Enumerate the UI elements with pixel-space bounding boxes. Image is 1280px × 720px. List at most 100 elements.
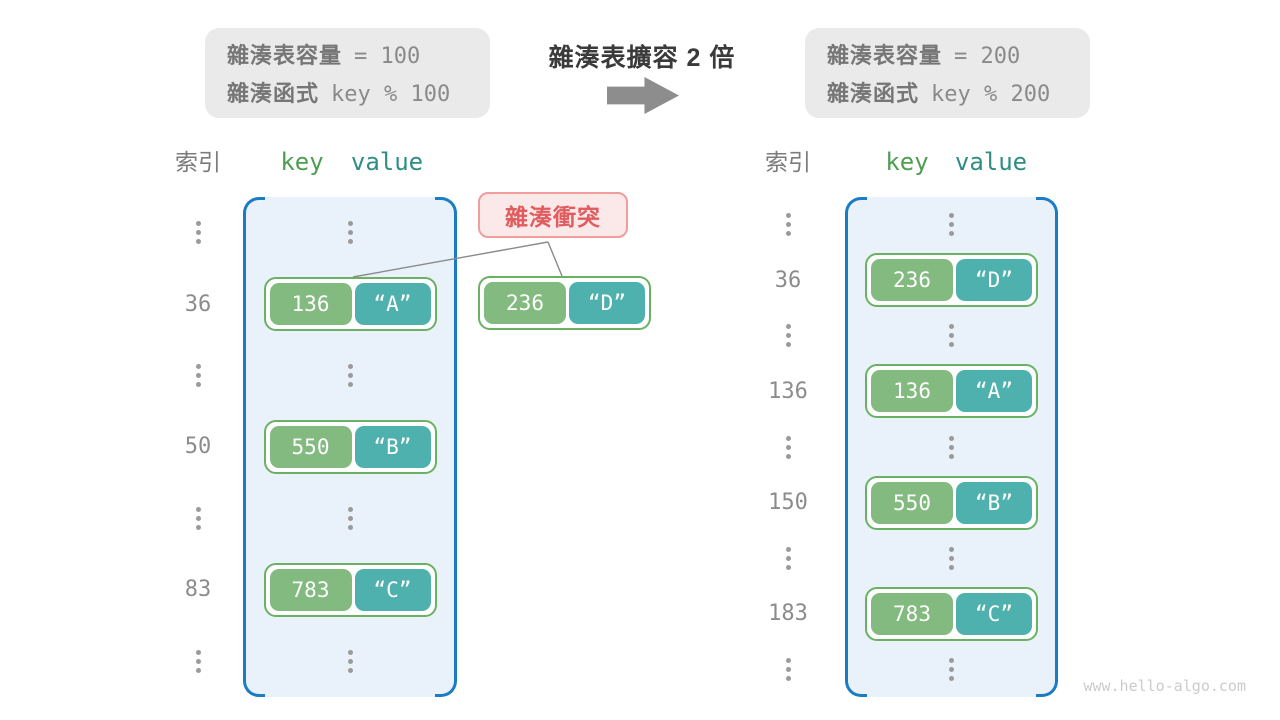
key-cell: 550 xyxy=(269,425,352,468)
expansion-title: 雜湊表擴容 2 倍 xyxy=(548,44,736,72)
ellipsis-dots-icon xyxy=(785,213,791,237)
value-cell: “A” xyxy=(956,370,1032,413)
value-cell: “B” xyxy=(354,425,431,468)
index-label: 136 xyxy=(768,378,808,404)
capacity-value: = 200 xyxy=(954,44,1021,69)
key-cell: 783 xyxy=(871,592,953,635)
hash-function-label: 雜湊函式 xyxy=(227,81,320,106)
value-cell: “D” xyxy=(569,282,645,324)
kv-pair: 550 “B” xyxy=(865,475,1038,530)
key-cell: 236 xyxy=(484,282,566,324)
ellipsis-row xyxy=(845,197,1058,253)
key-cell: 236 xyxy=(871,259,953,302)
capacity-box-before: 雜湊表容量 = 100 雜湊函式 key % 100 xyxy=(205,28,490,118)
capacity-box-after: 雜湊表容量 = 200 雜湊函式 key % 200 xyxy=(805,28,1090,118)
right-index-column: 36 136 150 183 xyxy=(758,197,818,697)
right-value-header: value xyxy=(954,148,1028,176)
bucket-entry: 136 “A” xyxy=(243,268,457,339)
bucket-entry: 783 “C” xyxy=(243,554,457,625)
key-cell: 136 xyxy=(269,283,352,326)
hash-function-line: 雜湊函式 key % 100 xyxy=(227,76,490,108)
index-label: 150 xyxy=(768,490,808,516)
ellipsis-dots-icon xyxy=(347,649,353,673)
ellipsis-dots-icon xyxy=(785,435,791,459)
ellipsis-dots-icon xyxy=(949,213,954,237)
ellipsis-dots-icon xyxy=(195,221,201,245)
key-cell: 136 xyxy=(871,370,953,413)
ellipsis-dots-icon xyxy=(785,546,791,570)
ellipsis-dots-icon xyxy=(195,649,201,673)
bucket-entry: 550 “B” xyxy=(845,475,1058,531)
ellipsis-dots-icon xyxy=(347,221,353,245)
ellipsis-row xyxy=(168,197,228,268)
right-index-header: 索引 xyxy=(765,149,811,175)
kv-pair: 236 “D” xyxy=(865,253,1038,308)
ellipsis-row xyxy=(758,308,818,364)
ellipsis-row xyxy=(758,530,818,586)
ellipsis-row xyxy=(243,340,457,411)
ellipsis-row xyxy=(168,626,228,697)
hash-function-value: key % 200 xyxy=(931,82,1051,107)
index-label: 83 xyxy=(184,577,212,603)
hash-table-after: 236 “D” 136 “A” 550 “B” xyxy=(845,197,1058,697)
bucket-entry: 236 “D” xyxy=(845,253,1058,309)
hash-collision-badge: 雜湊衝突 xyxy=(478,192,628,238)
value-cell: “C” xyxy=(354,568,431,611)
bucket-entry: 783 “C” xyxy=(845,586,1058,642)
ellipsis-row xyxy=(845,530,1058,586)
left-value-header: value xyxy=(350,148,424,176)
hash-function-line: 雜湊函式 key % 200 xyxy=(827,76,1090,108)
right-key-header: key xyxy=(885,148,929,176)
key-cell: 550 xyxy=(871,481,953,524)
ellipsis-dots-icon xyxy=(347,506,353,530)
capacity-label: 雜湊表容量 xyxy=(227,43,343,68)
ellipsis-row xyxy=(758,642,818,698)
left-index-header: 索引 xyxy=(175,149,221,175)
capacity-label: 雜湊表容量 xyxy=(827,43,943,68)
ellipsis-dots-icon xyxy=(949,546,954,570)
ellipsis-row xyxy=(243,626,457,697)
capacity-value: = 100 xyxy=(354,44,421,69)
ellipsis-row xyxy=(168,483,228,554)
right-bucket-rows: 236 “D” 136 “A” 550 “B” xyxy=(845,197,1058,697)
ellipsis-dots-icon xyxy=(785,324,791,348)
kv-pair: 783 “C” xyxy=(263,562,437,617)
ellipsis-row xyxy=(845,308,1058,364)
kv-pair: 136 “A” xyxy=(865,364,1038,419)
hash-function-value: key % 100 xyxy=(331,82,451,107)
ellipsis-row xyxy=(243,483,457,554)
left-key-header: key xyxy=(280,148,324,176)
value-cell: “A” xyxy=(354,283,431,326)
index-label: 36 xyxy=(774,267,802,293)
ellipsis-dots-icon xyxy=(949,657,954,681)
colliding-kv-pair: 236 “D” xyxy=(478,276,651,330)
ellipsis-dots-icon xyxy=(949,435,954,459)
right-arrow-icon xyxy=(607,77,679,114)
watermark: www.hello-algo.com xyxy=(1083,677,1246,695)
value-cell: “B” xyxy=(956,481,1032,524)
bucket-entry: 550 “B” xyxy=(243,411,457,482)
ellipsis-dots-icon xyxy=(347,364,353,388)
index-label: 183 xyxy=(768,601,808,627)
index-label: 50 xyxy=(184,434,212,460)
bucket-entry: 136 “A” xyxy=(845,364,1058,420)
kv-pair: 550 “B” xyxy=(263,419,437,474)
hash-table-before: 136 “A” 550 “B” 783 “C” xyxy=(243,197,457,697)
left-index-column: 36 50 83 xyxy=(168,197,228,697)
ellipsis-row xyxy=(758,197,818,253)
ellipsis-row xyxy=(243,197,457,268)
kv-pair: 236 “D” xyxy=(478,276,651,330)
index-label: 36 xyxy=(184,291,212,317)
left-bucket-rows: 136 “A” 550 “B” 783 “C” xyxy=(243,197,457,697)
ellipsis-dots-icon xyxy=(195,364,201,388)
capacity-line: 雜湊表容量 = 200 xyxy=(827,38,1090,70)
ellipsis-dots-icon xyxy=(949,324,954,348)
ellipsis-row xyxy=(758,419,818,475)
ellipsis-dots-icon xyxy=(195,506,201,530)
ellipsis-row xyxy=(168,340,228,411)
value-cell: “C” xyxy=(956,592,1032,635)
ellipsis-dots-icon xyxy=(785,657,791,681)
hash-function-label: 雜湊函式 xyxy=(827,81,920,106)
kv-pair: 783 “C” xyxy=(865,586,1038,641)
